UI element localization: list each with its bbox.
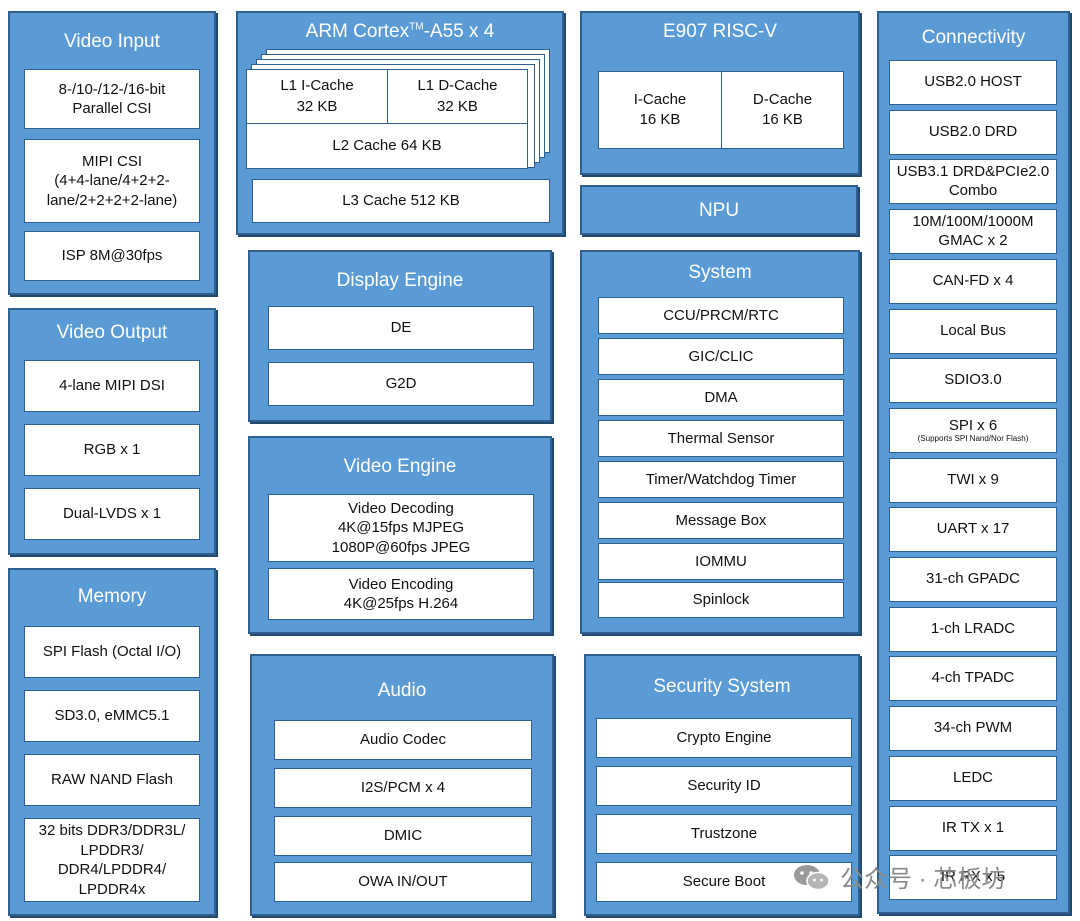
display-engine-title: Display Engine xyxy=(336,270,464,291)
memory-block: Memory SPI Flash (Octal I/O) SD3.0, eMMC… xyxy=(8,568,216,916)
connectivity-item: USB2.0 DRD xyxy=(889,110,1057,155)
arm-cortex-block: ARM CortexTM-A55 x 4 L1 I-Cache 32 KB L1… xyxy=(236,11,564,235)
video-input-parallel-csi: 8-/10-/12-/16-bit Parallel CSI xyxy=(24,69,200,129)
connectivity-item: IR TX x 1 xyxy=(889,806,1057,851)
system-thermal-sensor: Thermal Sensor xyxy=(598,420,844,457)
connectivity-item-label: UART x 17 xyxy=(936,520,1010,538)
connectivity-item-label: TWI x 9 xyxy=(947,471,999,489)
video-input-title: Video Input xyxy=(64,31,160,52)
connectivity-item: TWI x 9 xyxy=(889,458,1057,503)
video-encoding: Video Encoding 4K@25fps H.264 xyxy=(268,568,534,620)
connectivity-item-label: SPI x 6 xyxy=(948,416,998,434)
connectivity-title: Connectivity xyxy=(921,27,1026,48)
system-spinlock: Spinlock xyxy=(598,582,844,618)
video-input-mipi-csi: MIPI CSI (4+4-lane/4+2+2- lane/2+2+2+2-l… xyxy=(24,139,200,223)
connectivity-item-label: Local Bus xyxy=(940,322,1006,340)
connectivity-item-label: USB2.0 DRD xyxy=(928,123,1018,141)
system-title: System xyxy=(688,262,752,283)
display-engine-g2d: G2D xyxy=(268,362,534,406)
video-output-title: Video Output xyxy=(56,322,168,343)
display-engine-de: DE xyxy=(268,306,534,350)
connectivity-item: 31-ch GPADC xyxy=(889,557,1057,602)
connectivity-item-label: LEDC xyxy=(952,769,993,787)
memory-sd-emmc: SD3.0, eMMC5.1 xyxy=(24,690,200,742)
connectivity-item-label: 4-ch TPADC xyxy=(931,669,1015,687)
system-ccu: CCU/PRCM/RTC xyxy=(598,297,844,334)
l1-icache: L1 I-Cache 32 KB xyxy=(247,70,388,124)
watermark: 公众号 · 芯板坊 xyxy=(792,859,1005,894)
memory-title: Memory xyxy=(77,586,147,607)
connectivity-item-label: USB3.1 DRD&PCIe2.0 Combo xyxy=(896,162,1050,199)
connectivity-item: SPI x 6(Supports SPI Nand/Nor Flash) xyxy=(889,408,1057,453)
memory-spi-flash: SPI Flash (Octal I/O) xyxy=(24,626,200,678)
audio-i2s-pcm: I2S/PCM x 4 xyxy=(274,768,532,808)
connectivity-item-note: (Supports SPI Nand/Nor Flash) xyxy=(917,434,1029,444)
connectivity-block: Connectivity USB2.0 HOST USB2.0 DRD USB3.1… xyxy=(877,11,1070,914)
connectivity-item: 1-ch LRADC xyxy=(889,607,1057,652)
connectivity-item: IR RX x 5 xyxy=(889,855,1057,900)
riscv-dcache: D-Cache 16 KB xyxy=(752,90,813,128)
connectivity-item-label: 10M/100M/1000M GMAC x 2 xyxy=(912,212,1034,249)
npu-block: NPU xyxy=(580,185,858,235)
riscv-block: E907 RISC-V I-Cache 16 KB D-Cache 16 KB xyxy=(580,11,860,175)
connectivity-item: LEDC xyxy=(889,756,1057,801)
wechat-icon xyxy=(794,864,830,890)
memory-ddr: 32 bits DDR3/DDR3L/ LPDDR3/ DDR4/LPDDR4/… xyxy=(24,818,200,902)
riscv-icache: I-Cache 16 KB xyxy=(599,72,722,148)
audio-owa: OWA IN/OUT xyxy=(274,862,532,902)
connectivity-item: 10M/100M/1000M GMAC x 2 xyxy=(889,209,1057,254)
connectivity-item: USB2.0 HOST xyxy=(889,60,1057,105)
connectivity-item: USB3.1 DRD&PCIe2.0 Combo xyxy=(889,159,1057,204)
connectivity-item: 34-ch PWM xyxy=(889,706,1057,751)
audio-title: Audio xyxy=(377,680,427,701)
memory-raw-nand: RAW NAND Flash xyxy=(24,754,200,806)
connectivity-item-label: SDIO3.0 xyxy=(944,371,1002,389)
connectivity-item-label: IR TX x 1 xyxy=(941,819,1005,837)
riscv-title: E907 RISC-V xyxy=(662,21,778,42)
connectivity-item: SDIO3.0 xyxy=(889,358,1057,403)
video-output-mipi-dsi: 4-lane MIPI DSI xyxy=(24,360,200,412)
video-input-isp: ISP 8M@30fps xyxy=(24,231,200,281)
core-cache-box: L1 I-Cache 32 KB L1 D-Cache 32 KB L2 Cac… xyxy=(246,69,528,169)
system-gic: GIC/CLIC xyxy=(598,338,844,375)
system-dma: DMA xyxy=(598,379,844,416)
connectivity-item: CAN-FD x 4 xyxy=(889,259,1057,304)
audio-dmic: DMIC xyxy=(274,816,532,856)
video-input-block: Video Input 8-/10-/12-/16-bit Parallel C… xyxy=(8,11,216,295)
system-timer-watchdog: Timer/Watchdog Timer xyxy=(598,461,844,498)
connectivity-item: UART x 17 xyxy=(889,507,1057,552)
system-block: System CCU/PRCM/RTC GIC/CLIC DMA Thermal… xyxy=(580,250,860,634)
connectivity-item-label: 31-ch GPADC xyxy=(926,570,1020,588)
security-id: Security ID xyxy=(596,766,852,806)
security-trustzone: Trustzone xyxy=(596,814,852,854)
system-message-box: Message Box xyxy=(598,502,844,539)
video-decoding: Video Decoding 4K@15fps MJPEG 1080P@60fp… xyxy=(268,494,534,562)
security-system-title: Security System xyxy=(653,676,791,697)
connectivity-item-label: IR RX x 5 xyxy=(940,868,1006,886)
connectivity-item-label: USB2.0 HOST xyxy=(924,73,1022,91)
video-output-dual-lvds: Dual-LVDS x 1 xyxy=(24,488,200,540)
video-engine-block: Video Engine Video Decoding 4K@15fps MJP… xyxy=(248,436,552,634)
connectivity-item-label: CAN-FD x 4 xyxy=(932,272,1014,290)
npu-title: NPU xyxy=(698,200,740,221)
connectivity-item: 4-ch TPADC xyxy=(889,656,1057,701)
audio-block: Audio Audio Codec I2S/PCM x 4 DMIC OWA I… xyxy=(250,654,554,916)
l2-cache: L2 Cache 64 KB xyxy=(332,136,442,154)
display-engine-block: Display Engine DE G2D xyxy=(248,250,552,422)
audio-codec: Audio Codec xyxy=(274,720,532,760)
riscv-cache-box: I-Cache 16 KB D-Cache 16 KB xyxy=(598,71,844,149)
l3-cache: L3 Cache 512 KB xyxy=(252,179,550,223)
video-output-block: Video Output 4-lane MIPI DSI RGB x 1 Dua… xyxy=(8,308,216,555)
video-engine-title: Video Engine xyxy=(343,456,457,477)
security-crypto-engine: Crypto Engine xyxy=(596,718,852,758)
connectivity-item: Local Bus xyxy=(889,309,1057,354)
connectivity-item-label: 1-ch LRADC xyxy=(930,620,1016,638)
system-iommu: IOMMU xyxy=(598,543,844,580)
l1-dcache: L1 D-Cache 32 KB xyxy=(388,70,527,124)
connectivity-item-label: 34-ch PWM xyxy=(933,719,1013,737)
watermark-text: 公众号 · 芯板坊 xyxy=(840,866,1006,893)
arm-cortex-title: ARM CortexTM-A55 x 4 xyxy=(305,21,495,42)
video-output-rgb: RGB x 1 xyxy=(24,424,200,476)
